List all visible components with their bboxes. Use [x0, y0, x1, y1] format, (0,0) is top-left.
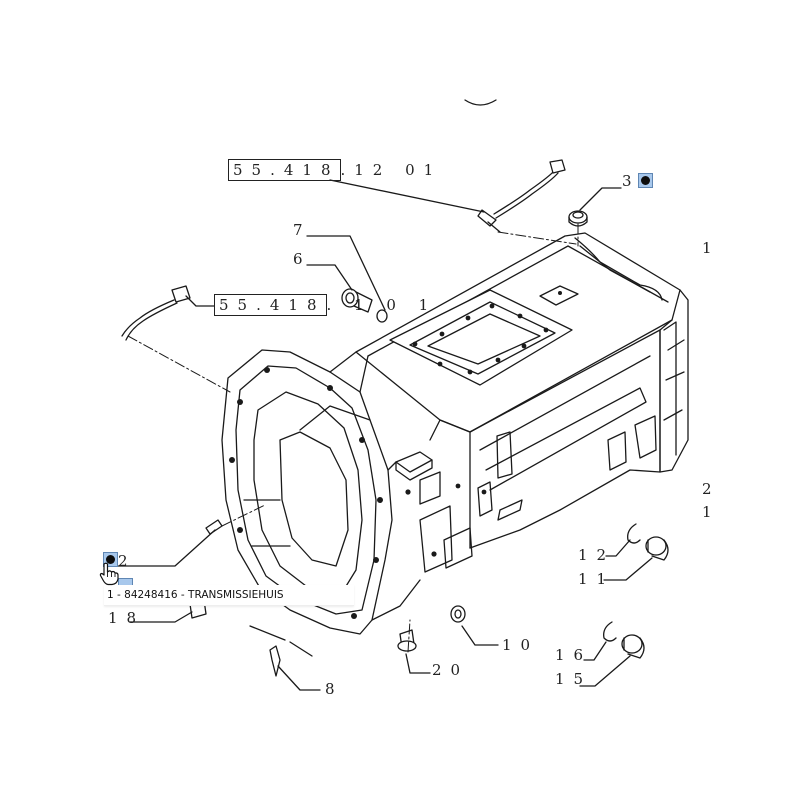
callout-edge-2[interactable]: 2 [702, 480, 721, 498]
callout-edge-1[interactable]: 1 [702, 239, 721, 257]
part-15-plug[interactable] [621, 634, 645, 659]
hotspot-dot-icon [106, 555, 115, 564]
transmission-housing[interactable] [221, 232, 689, 657]
part-8-pin[interactable] [269, 645, 281, 677]
part-7-o-ring[interactable] [376, 309, 388, 323]
part-16-ring[interactable] [603, 621, 617, 642]
reference-main: 55.418 [228, 159, 341, 181]
callout-edge-1b[interactable]: 1 [702, 503, 721, 521]
callout-8[interactable]: 8 [325, 680, 344, 698]
part-tooltip: 1 - 84248416 - TRANSMISSIEHUIS [104, 585, 354, 606]
callout-10[interactable]: 10 [502, 636, 540, 654]
assembly-axis-lines [127, 223, 579, 653]
part-3-seal[interactable] [568, 210, 588, 227]
part-20-plug[interactable] [397, 629, 417, 652]
callout-11[interactable]: 11 [578, 570, 616, 588]
hotspot-part-3[interactable] [638, 173, 653, 188]
leader-lines [117, 179, 653, 691]
part-11-plug[interactable] [645, 536, 669, 561]
cropped-part-fragment [464, 99, 497, 106]
reference-suffix: . 1 0 1 [326, 296, 438, 314]
callout-15[interactable]: 15 [555, 670, 593, 688]
callout-6[interactable]: 6 [293, 250, 312, 268]
speed-sensor-part[interactable] [477, 159, 566, 233]
callout-18[interactable]: 18 [108, 609, 146, 627]
part-6-plug[interactable] [341, 288, 373, 313]
callout-12[interactable]: 12 [578, 546, 616, 564]
callout-16[interactable]: 16 [555, 646, 593, 664]
reference-55-418-1-01[interactable]: 55.418. 1 0 1 [214, 294, 438, 316]
reference-main: 55.418 [214, 294, 327, 316]
part-2-dowel[interactable] [205, 519, 223, 535]
callout-7[interactable]: 7 [293, 221, 312, 239]
part-10-washer[interactable] [450, 605, 466, 623]
callout-20[interactable]: 20 [432, 661, 470, 679]
reference-suffix: .12 01 [340, 161, 443, 179]
hand-pointer-cursor-icon [99, 562, 119, 586]
reference-55-418-12-01[interactable]: 55.418.12 01 [228, 159, 443, 181]
hotspot-dot-icon [641, 176, 650, 185]
callout-3[interactable]: 3 [622, 172, 641, 190]
pressure-sensor-part[interactable] [121, 285, 191, 341]
callout-2[interactable]: 2 [118, 552, 137, 570]
part-12-ring[interactable] [627, 523, 641, 544]
